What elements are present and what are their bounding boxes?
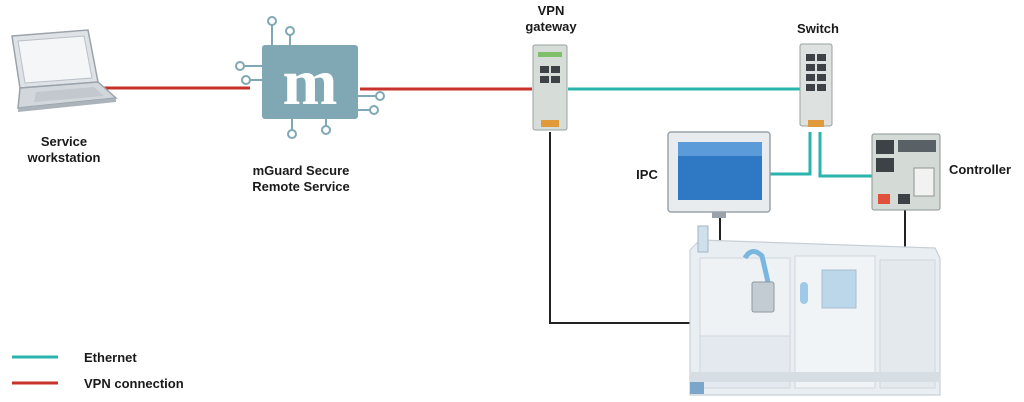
laptop-icon <box>11 29 118 112</box>
switch-device-icon <box>799 43 833 127</box>
ipc-label: IPC <box>636 167 658 182</box>
vpn-gateway-device-icon <box>532 44 568 131</box>
mguard-logo-letter: m <box>283 46 338 119</box>
wire-gateway-machine <box>549 132 742 324</box>
service-workstation-label-line1: Service <box>41 134 87 149</box>
ethernet-line-switch-controller <box>818 132 872 178</box>
service-workstation-label-line2: workstation <box>27 150 101 165</box>
legend: Ethernet VPN connection <box>12 350 184 391</box>
mguard-logo-icon: m <box>235 16 385 139</box>
ipc-monitor-icon <box>667 131 771 218</box>
ethernet-line-switch-ipc <box>770 132 812 176</box>
cnc-machine-icon <box>689 225 941 396</box>
controller-label: Controller <box>949 162 1011 177</box>
controller-device-icon <box>871 133 941 211</box>
switch-label: Switch <box>797 21 839 36</box>
mguard-label-line2: Remote Service <box>252 179 350 194</box>
vpn-gateway-label-line1: VPN <box>538 3 565 18</box>
mguard-label-line1: mGuard Secure <box>253 163 350 178</box>
vpn-gateway-label-line2: gateway <box>525 19 577 34</box>
legend-vpn-label: VPN connection <box>84 376 184 391</box>
legend-ethernet-label: Ethernet <box>84 350 137 365</box>
